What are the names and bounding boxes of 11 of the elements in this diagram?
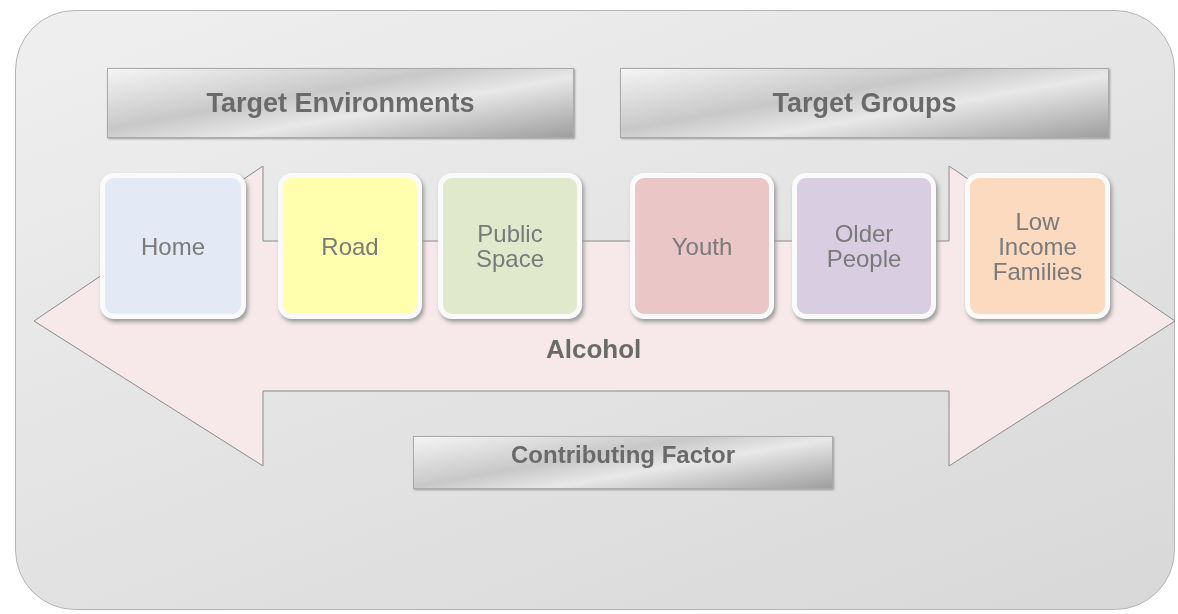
section-header: Target Groups [620, 68, 1109, 138]
arrow-label: Alcohol [546, 334, 642, 365]
category-card: Older People [792, 173, 936, 319]
category-card: Public Space [438, 173, 582, 319]
section-header: Target Environments [107, 68, 574, 138]
category-card: Road [278, 173, 422, 319]
category-card: Home [100, 173, 246, 319]
background-panel [15, 10, 1175, 610]
section-header: Contributing Factor [413, 436, 833, 489]
category-card: Low Income Families [965, 173, 1110, 319]
category-card: Youth [630, 173, 774, 319]
